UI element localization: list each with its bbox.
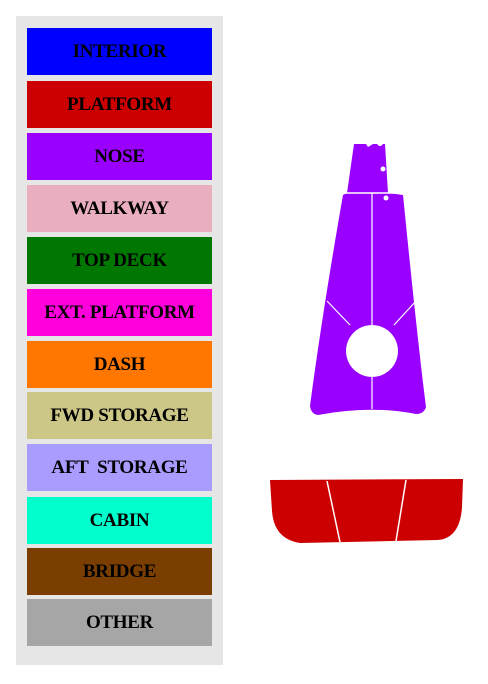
nose-seam-right <box>393 300 417 326</box>
legend-item-fwd-storage[interactable]: FWD STORAGE <box>27 392 212 439</box>
platform-seam-left <box>326 480 341 543</box>
color-legend-panel: INTERIOR PLATFORM NOSE WALKWAY TOP DECK … <box>16 16 223 665</box>
legend-item-cabin[interactable]: CABIN <box>27 497 212 544</box>
legend-label-cabin: CABIN <box>89 509 150 531</box>
legend-label-top-deck: TOP DECK <box>72 249 167 271</box>
legend-item-bridge[interactable]: BRIDGE <box>27 548 212 595</box>
platform-panel[interactable] <box>270 479 463 543</box>
legend-label-nose: NOSE <box>94 145 145 167</box>
legend-label-platform: PLATFORM <box>67 93 172 115</box>
legend-label-walkway: WALKWAY <box>70 197 169 219</box>
nose-notch-dot <box>380 166 386 172</box>
legend-label-aft-storage: AFT STORAGE <box>51 456 188 478</box>
boat-layout-svg <box>270 140 463 543</box>
legend-label-other: OTHER <box>85 611 154 633</box>
legend-label-dash: DASH <box>93 353 146 375</box>
legend-item-walkway[interactable]: WALKWAY <box>27 185 212 232</box>
nose-notch-dot <box>383 195 389 201</box>
legend-item-top-deck[interactable]: TOP DECK <box>27 237 212 284</box>
legend-item-aft-storage[interactable]: AFT STORAGE <box>27 444 212 491</box>
legend-item-ext-platform[interactable]: EXT. PLATFORM <box>27 289 212 336</box>
legend-item-nose[interactable]: NOSE <box>27 133 212 180</box>
legend-item-other[interactable]: OTHER <box>27 599 212 646</box>
nose-seam-left <box>326 300 351 326</box>
legend-item-platform[interactable]: PLATFORM <box>27 81 212 128</box>
legend-label-fwd-storage: FWD STORAGE <box>50 404 189 426</box>
legend-item-dash[interactable]: DASH <box>27 341 212 388</box>
nose-notch-dot <box>377 140 383 146</box>
legend-label-bridge: BRIDGE <box>82 560 157 582</box>
platform-seam-right <box>395 479 407 542</box>
nose-panel[interactable] <box>310 144 426 415</box>
legend-label-interior: INTERIOR <box>72 40 167 62</box>
boat-layout-diagram <box>260 135 472 555</box>
legend-item-interior[interactable]: INTERIOR <box>27 28 212 75</box>
legend-label-ext-platform: EXT. PLATFORM <box>44 301 195 323</box>
